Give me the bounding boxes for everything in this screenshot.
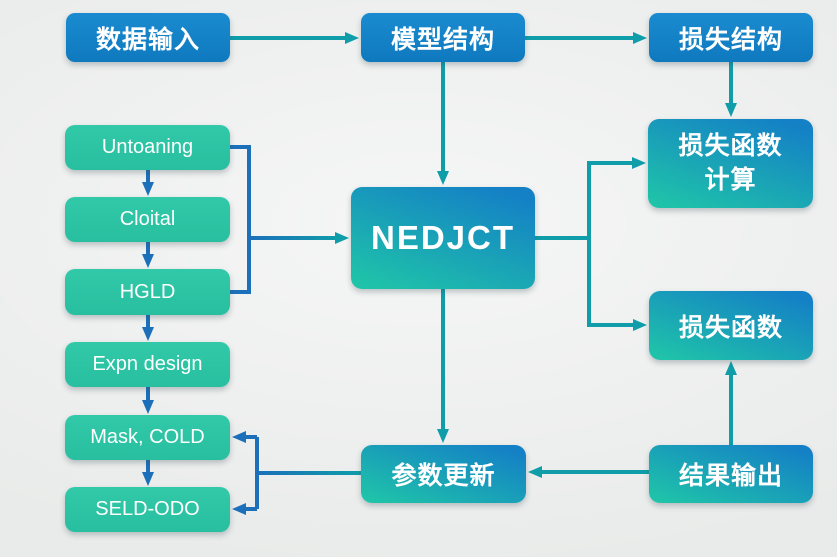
node-hgld: HGLD [65, 269, 230, 315]
node-untoaning: Untoaning [65, 125, 230, 170]
node-model-structure: 模型结构 [361, 13, 525, 62]
node-loss-structure: 损失结构 [649, 13, 813, 62]
node-param-update: 参数更新 [361, 445, 526, 503]
node-loss-fn-calc-line1: 损失函数 [678, 131, 783, 160]
node-model-structure-label: 模型结构 [390, 25, 495, 54]
node-expn-design-label: Expn design [92, 353, 203, 375]
node-loss-fn-calc: 损失函数 计算 [648, 119, 813, 208]
bracket-left-group [230, 145, 251, 294]
node-result-output-label: 结果输出 [678, 462, 783, 490]
node-nedjct-label: NEDJCT [370, 219, 516, 256]
node-seld-odo-label: SELD-ODO [95, 498, 200, 520]
node-result-output: 结果输出 [649, 445, 813, 503]
node-nedjct: NEDJCT [351, 187, 535, 289]
node-data-input: 数据输入 [66, 13, 230, 62]
node-param-update-label: 参数更新 [391, 462, 496, 490]
node-loss-structure-label: 损失结构 [678, 25, 783, 54]
node-mask-cold: Mask, COLD [65, 415, 230, 460]
arrow-nedjct-to-loss-fn [587, 238, 647, 331]
node-mask-cold-label: Mask, COLD [90, 426, 205, 448]
node-loss-fn: 损失函数 [649, 291, 813, 360]
arrow-nedjct-to-loss-fn-calc [587, 157, 646, 238]
node-seld-odo: SELD-ODO [65, 487, 230, 532]
node-loss-fn-calc-line2: 计算 [704, 165, 757, 194]
node-data-input-label: 数据输入 [95, 25, 200, 54]
node-untoaning-label: Untoaning [101, 136, 194, 158]
node-expn-design: Expn design [65, 342, 230, 387]
node-cloital: Cloital [65, 197, 230, 242]
node-hgld-label: HGLD [119, 280, 176, 303]
node-loss-fn-label: 损失函数 [678, 313, 783, 342]
node-cloital-label: Cloital [119, 208, 176, 230]
